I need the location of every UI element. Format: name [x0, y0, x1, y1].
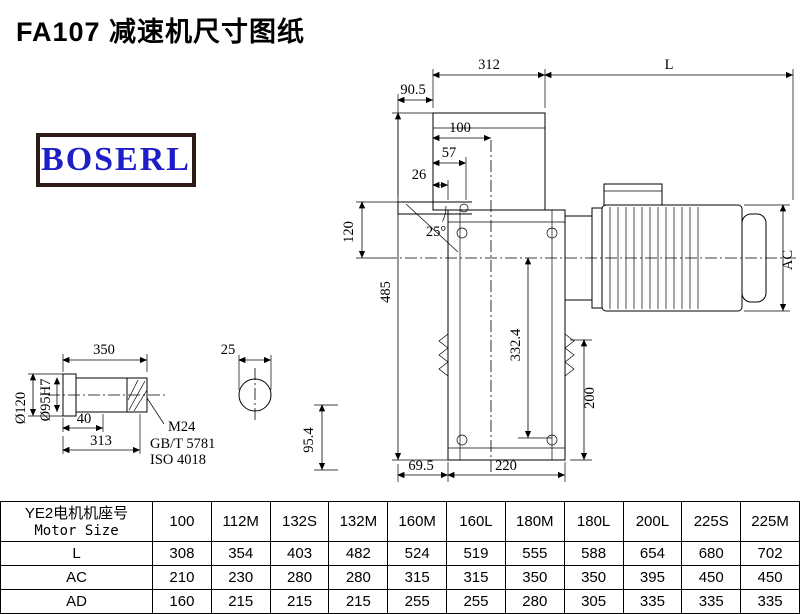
row-label: L: [0, 541, 153, 566]
row-label: AD: [0, 589, 153, 614]
dim-angle-25: 25°: [426, 224, 447, 240]
motor-size-table: YE2电机机座号 Motor Size 100 112M 132S 132M 1…: [0, 501, 800, 614]
cell: 680: [681, 541, 742, 566]
col-header: 200L: [622, 501, 683, 542]
header-en: Motor Size: [34, 522, 119, 539]
dim-120: 120: [341, 221, 357, 243]
dim-26: 26: [412, 167, 427, 183]
dim-69-5: 69.5: [408, 458, 433, 474]
dim-350: 350: [93, 342, 115, 358]
col-header: 112M: [210, 501, 271, 542]
gearbox-outline: [432, 112, 575, 461]
cell: 315: [387, 565, 448, 590]
cell: 395: [622, 565, 683, 590]
cell: 280: [504, 589, 565, 614]
page-title: FA107 减速机尺寸图纸: [16, 17, 306, 47]
cell: 255: [387, 589, 448, 614]
cell: 280: [269, 565, 330, 590]
cell: 215: [210, 589, 271, 614]
cell: 450: [740, 565, 800, 590]
label-m24: M24: [168, 419, 196, 435]
cell: 335: [740, 589, 800, 614]
cell: 482: [328, 541, 389, 566]
cell: 519: [446, 541, 506, 566]
cell: 305: [563, 589, 624, 614]
cell: 555: [504, 541, 565, 566]
row-label: AC: [0, 565, 153, 590]
dim-90-5: 90.5: [400, 82, 425, 98]
dim-dia-95h7: Ø95H7: [38, 379, 54, 422]
col-header: 132S: [269, 501, 330, 542]
cell: 403: [269, 541, 330, 566]
cell: 524: [387, 541, 448, 566]
cell: 588: [563, 541, 624, 566]
dim-dia-120: Ø120: [13, 392, 29, 424]
dim-25: 25: [221, 342, 236, 358]
dimension-labels: 312 L 90.5 100 57 26 120 25° 485 332.4 A…: [13, 57, 796, 474]
cell: 215: [328, 589, 389, 614]
label-gbt-5781: GB/T 5781: [150, 436, 215, 452]
col-header: 160L: [446, 501, 506, 542]
cell: 354: [210, 541, 271, 566]
dim-312: 312: [478, 57, 500, 73]
header-cn: YE2电机机座号: [24, 504, 129, 522]
dim-57: 57: [442, 145, 457, 161]
table-corner-header: YE2电机机座号 Motor Size: [0, 501, 153, 542]
cell: 450: [681, 565, 742, 590]
cell: 702: [740, 541, 800, 566]
cell: 210: [152, 565, 212, 590]
cell: 654: [622, 541, 683, 566]
col-header: 180M: [504, 501, 565, 542]
dim-313: 313: [90, 433, 112, 449]
cell: 350: [504, 565, 565, 590]
cell: 335: [622, 589, 683, 614]
cell: 350: [563, 565, 624, 590]
boserl-logo-text: BOSERL: [41, 141, 191, 178]
cell: 230: [210, 565, 271, 590]
cell: 215: [269, 589, 330, 614]
col-header: 225S: [681, 501, 742, 542]
col-header: 100: [152, 501, 212, 542]
col-header: 160M: [387, 501, 448, 542]
centerlines: [385, 140, 796, 472]
technical-drawing: 312 L 90.5 100 57 26 120 25° 485 332.4 A…: [13, 57, 796, 482]
table-header-row: YE2电机机座号 Motor Size 100 112M 132S 132M 1…: [0, 501, 800, 542]
dim-95-4: 95.4: [301, 427, 317, 453]
cell: 315: [446, 565, 506, 590]
label-iso-4018: ISO 4018: [150, 452, 206, 468]
dim-40: 40: [77, 411, 92, 427]
col-header: 180L: [563, 501, 624, 542]
dim-L: L: [665, 57, 674, 73]
shaft-detail-view: [48, 368, 272, 422]
dim-AC: AC: [780, 250, 796, 270]
dim-485: 485: [378, 281, 394, 303]
cell: 255: [446, 589, 506, 614]
dim-220: 220: [495, 458, 517, 474]
col-header: 225M: [740, 501, 800, 542]
cell: 335: [681, 589, 742, 614]
cell: 160: [152, 589, 212, 614]
table-row-AC: AC 210 230 280 280 315 315 350 350 395 4…: [0, 565, 800, 590]
boserl-logo: BOSERL: [36, 133, 196, 187]
dimension-lines: [28, 69, 794, 482]
table-row-AD: AD 160 215 215 215 255 255 280 305 335 3…: [0, 589, 800, 614]
cell: 280: [328, 565, 389, 590]
motor: [564, 183, 767, 312]
dim-200: 200: [582, 387, 598, 409]
col-header: 132M: [328, 501, 389, 542]
table-row-L: L 308 354 403 482 524 519 555 588 654 68…: [0, 541, 800, 566]
dim-332-4: 332.4: [508, 328, 524, 361]
dim-100: 100: [449, 120, 471, 136]
cell: 308: [152, 541, 212, 566]
